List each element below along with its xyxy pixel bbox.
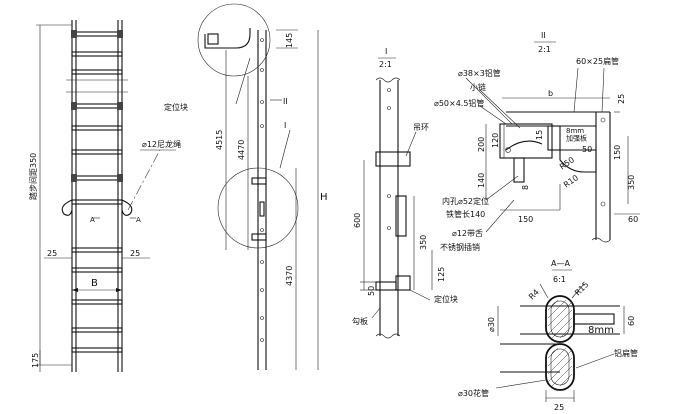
detail-ii-dim-15: 15 xyxy=(535,130,544,140)
dim-4515: 4515 xyxy=(215,130,224,150)
detail-ii-view xyxy=(465,41,640,243)
detail-ii-dim-25: 25 xyxy=(617,94,626,104)
dim-4470: 4470 xyxy=(237,140,246,160)
section-mark-right: A xyxy=(136,216,141,224)
detail-ii-dim-60: 60 xyxy=(628,215,638,224)
section-aa-dim-25: 25 xyxy=(554,403,564,412)
ladder-side-view xyxy=(197,3,319,370)
radius-r15-label: R15 xyxy=(573,280,591,298)
side-positioning-block-label: 定位块 xyxy=(164,102,188,112)
small-chain-label: 小链 xyxy=(470,82,486,92)
dim-b-label: B xyxy=(91,278,98,289)
detail-i-view xyxy=(360,57,433,339)
radius-r10-label: R10 xyxy=(562,173,580,189)
section-aa-title: A—A xyxy=(551,259,570,268)
inner-hole-label: 内孔⌀52定位 xyxy=(442,196,489,206)
flat-tube-label: 60×25扁管 xyxy=(576,56,619,66)
dim-25-right: 25 xyxy=(130,249,140,258)
section-mark-left: A xyxy=(90,216,95,224)
side-label-i: I xyxy=(284,121,286,130)
detail-i-scale: 2:1 xyxy=(379,60,392,69)
aluminium-tube-38-label: ⌀38×3铝管 xyxy=(458,68,501,78)
detail-ii-dim-50: 50 xyxy=(582,145,592,154)
pattern-tube-label: ⌀30花管 xyxy=(458,388,489,398)
section-aa-scale: 6:1 xyxy=(553,275,566,284)
detail-ii-dim-200: 200 xyxy=(477,137,486,152)
dim-h: H xyxy=(320,192,328,203)
detail-ii-title: II xyxy=(541,31,546,40)
lifting-ring-label: 吊环 xyxy=(413,123,429,132)
section-aa-dim-60: 60 xyxy=(627,316,636,326)
detail-ii-dim-b: b xyxy=(548,89,553,98)
radius-r50-label: R50 xyxy=(558,155,576,171)
detail-i-title: I xyxy=(385,47,387,56)
flat-al-tube-label: 铝扁管 xyxy=(614,348,638,358)
ladder-front-view xyxy=(36,20,176,372)
pitch-label: 踏步间距350 xyxy=(28,153,38,200)
detail-ii-dim-350: 350 xyxy=(627,175,636,190)
pin-label-1: ⌀12带舌 xyxy=(452,228,483,238)
detail-i-dim-50: 50 xyxy=(367,286,376,296)
section-aa-view xyxy=(495,269,625,402)
dim-25-left: 25 xyxy=(47,249,57,258)
hook-plate-label: 勾板 xyxy=(352,316,368,326)
detail-ii-dim-150b: 150 xyxy=(613,145,622,160)
diameter-30-label: ⌀30 xyxy=(487,317,496,332)
detail-positioning-block-label: 定位块 xyxy=(434,294,458,304)
detail-i-dim-125: 125 xyxy=(437,267,446,282)
pin-label-2: 不锈钢插销 xyxy=(440,242,480,252)
detail-ii-dim-140: 140 xyxy=(477,173,486,188)
detail-i-dim-350: 350 xyxy=(419,235,428,250)
side-label-ii: II xyxy=(283,97,288,106)
radius-r4-label: R4 xyxy=(527,288,541,302)
detail-ii-dim-150a: 150 xyxy=(518,215,533,224)
dim-175: 175 xyxy=(31,353,40,368)
aluminium-tube-50-label: ⌀50×4.5铝管 xyxy=(434,98,484,108)
detail-ii-dim-8: 8 xyxy=(521,185,530,190)
thickness-8mm-label: 8mm xyxy=(588,325,614,336)
rope-label: ⌀12尼龙绳 xyxy=(142,139,181,149)
detail-ii-scale: 2:1 xyxy=(538,45,551,54)
detail-ii-dim-120: 120 xyxy=(491,133,500,148)
steel-tube-label: 铁管长140 xyxy=(446,209,485,219)
detail-i-dim-600: 600 xyxy=(353,213,362,228)
dim-145: 145 xyxy=(285,33,294,48)
section-hatching xyxy=(547,299,573,387)
dim-4370: 4370 xyxy=(285,266,294,286)
